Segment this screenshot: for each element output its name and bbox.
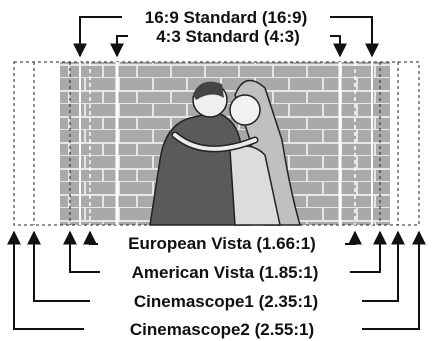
label-american-vista: American Vista (1.85:1) [132, 263, 319, 282]
cinemascope2-frame [13, 61, 420, 226]
bracket-4-3 [110, 35, 347, 58]
bracket-16-9 [73, 16, 379, 58]
label-european-vista: European Vista (1.66:1) [128, 234, 316, 253]
bracket-cinemascope2 [7, 230, 426, 330]
frame-guides [13, 61, 420, 226]
couple-figure [149, 79, 301, 226]
inner-guides [79, 62, 373, 225]
label-4-3-standard: 4:3 Standard (4:3) [156, 27, 300, 46]
bracket-cinemascope1 [27, 230, 405, 302]
scene-illustration [60, 62, 390, 226]
bracket-american-vista [63, 230, 387, 273]
bracket-european-vista [83, 230, 362, 245]
label-cinemascope2: Cinemascope2 (2.55:1) [130, 320, 314, 339]
label-16-9-standard: 16:9 Standard (16:9) [145, 8, 308, 27]
label-cinemascope1: Cinemascope1 (2.35:1) [134, 292, 318, 311]
